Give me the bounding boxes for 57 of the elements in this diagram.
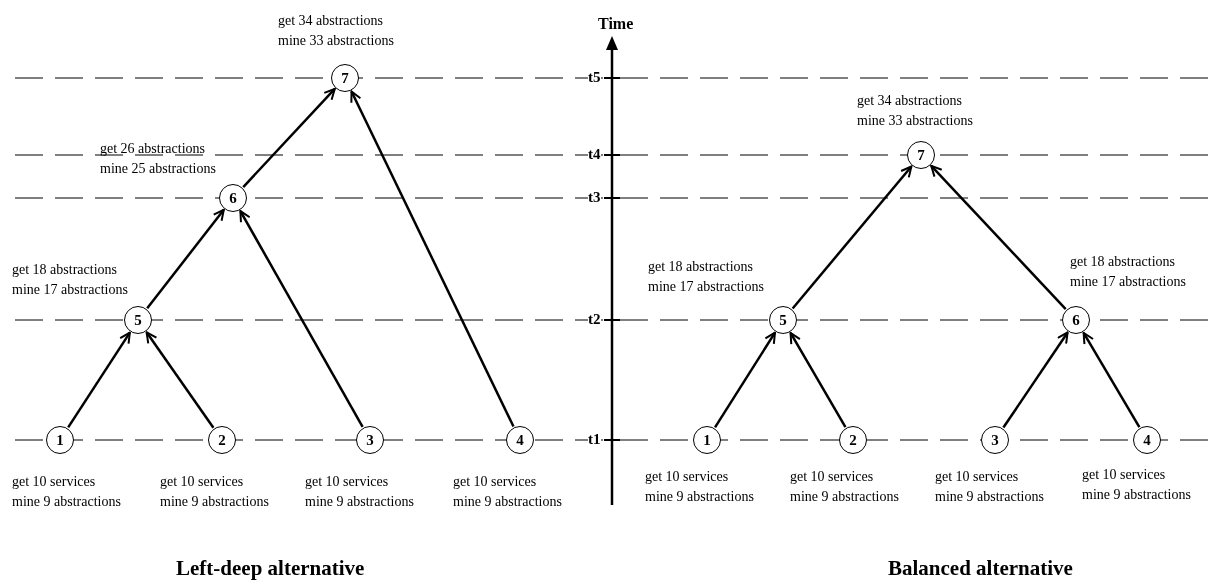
node-circle	[208, 426, 236, 454]
node-annotation: get 10 services mine 9 abstractions	[160, 473, 270, 511]
arrow	[242, 87, 336, 188]
arrow	[1082, 331, 1141, 428]
node-annotation: get 34 abstractions mine 33 abstractions	[857, 92, 974, 130]
node-number: 6	[1072, 311, 1080, 329]
arrow	[713, 331, 777, 428]
node-annotation: get 34 abstractions mine 33 abstractions	[278, 12, 395, 50]
node-annotation: get 10 services mine 9 abstractions	[453, 473, 563, 511]
node-circle	[506, 426, 534, 454]
node-number: 1	[703, 431, 711, 449]
arrow	[930, 164, 1067, 310]
axis-title: Time	[598, 15, 634, 33]
node-circle	[1133, 426, 1161, 454]
node-circle	[219, 184, 247, 212]
node-annotation: get 10 services mine 9 abstractions	[1082, 466, 1192, 504]
node-number: 7	[341, 69, 349, 87]
arrow	[791, 165, 913, 310]
node-number: 5	[779, 311, 787, 329]
node-number: 1	[56, 431, 64, 449]
panel-caption: Balanced alternative	[888, 556, 1073, 581]
arrow	[1002, 331, 1069, 429]
node-number: 3	[366, 431, 374, 449]
node-number: 6	[229, 189, 237, 207]
node-circle	[356, 426, 384, 454]
node-circle	[46, 426, 74, 454]
arrow	[145, 331, 215, 429]
arrow	[789, 331, 847, 428]
arrow	[67, 331, 131, 429]
node-circle	[331, 64, 359, 92]
node-number: 2	[218, 431, 226, 449]
panel-caption: Left-deep alternative	[176, 556, 365, 581]
node-circle	[839, 426, 867, 454]
node-number: 5	[134, 311, 142, 329]
node-annotation: get 10 services mine 9 abstractions	[935, 468, 1045, 506]
node-number: 7	[917, 146, 925, 164]
arrow	[350, 90, 515, 428]
node-annotation: get 10 services mine 9 abstractions	[790, 468, 900, 506]
node-circle	[907, 141, 935, 169]
node-annotation: get 18 abstractions mine 17 abstractions	[12, 261, 129, 299]
arrow	[146, 208, 225, 309]
node-annotation: get 10 services mine 9 abstractions	[12, 473, 122, 511]
node-circle	[124, 306, 152, 334]
node-number: 4	[516, 431, 524, 449]
node-circle	[693, 426, 721, 454]
node-circle	[1062, 306, 1090, 334]
node-number: 2	[849, 431, 857, 449]
node-annotation: get 18 abstractions mine 17 abstractions	[648, 258, 765, 296]
node-circle	[769, 306, 797, 334]
arrow	[239, 210, 364, 428]
node-annotation: get 10 services mine 9 abstractions	[645, 468, 755, 506]
node-number: 4	[1143, 431, 1151, 449]
node-annotation: get 18 abstractions mine 17 abstractions	[1070, 253, 1187, 291]
node-number: 3	[991, 431, 999, 449]
node-circle	[981, 426, 1009, 454]
node-annotation: get 10 services mine 9 abstractions	[305, 473, 415, 511]
node-annotation: get 26 abstractions mine 25 abstractions	[100, 140, 217, 178]
